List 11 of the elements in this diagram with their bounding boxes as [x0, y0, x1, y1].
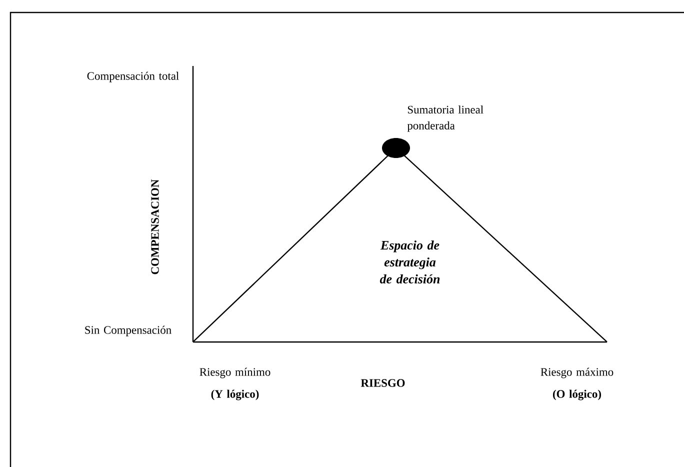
axis-label: Sin Compensación [85, 326, 172, 336]
axis-label: Riesgo mínimo [200, 368, 270, 378]
axis-label: Compensación total [87, 72, 179, 82]
axis-label: Riesgo máximo [540, 368, 614, 378]
axis-title: COMPENSACION [151, 179, 159, 274]
dot [382, 138, 410, 158]
axis-label: (Y lógico) [211, 390, 259, 400]
axis-label: (O lógico) [553, 390, 601, 400]
triangle-region: Espacio de estrategia de decisión [192, 147, 608, 342]
node-caption: Sumatoria lineal ponderada [407, 105, 484, 132]
axis-title: RIESGO [360, 379, 405, 387]
